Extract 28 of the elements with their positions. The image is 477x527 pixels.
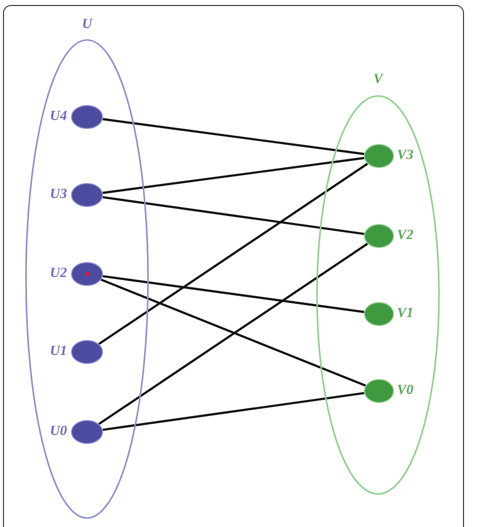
vertex-dot (364, 224, 394, 248)
set-label: U (80, 17, 94, 33)
vertex-dot (71, 420, 103, 444)
vertex-label: V1 (397, 306, 414, 322)
edge-line (102, 196, 364, 236)
edge-line (100, 278, 366, 387)
vertex-dot (71, 105, 103, 129)
vertex-label: V2 (397, 228, 414, 244)
vertex-dot (364, 144, 394, 168)
set-label: V (372, 72, 385, 88)
vertex-label: U4 (50, 109, 67, 125)
edge-line (102, 156, 364, 194)
vertex-label: V0 (397, 383, 414, 399)
vertex-label: V3 (397, 148, 414, 164)
vertex-label: U3 (50, 187, 67, 203)
vertex-dot (364, 302, 394, 326)
vertex-label: U1 (50, 344, 67, 360)
vertex-dot (71, 340, 103, 364)
vertex-label: U2 (50, 266, 67, 282)
edge-line (102, 275, 364, 314)
edge-line (98, 242, 368, 425)
vertex-dot (364, 379, 394, 403)
edge-line (102, 118, 364, 156)
edge-line (98, 162, 368, 345)
edge-line (102, 392, 364, 431)
vertex-label: U0 (50, 424, 67, 440)
vertex-dot (71, 183, 103, 207)
vertex-dot (71, 262, 103, 286)
